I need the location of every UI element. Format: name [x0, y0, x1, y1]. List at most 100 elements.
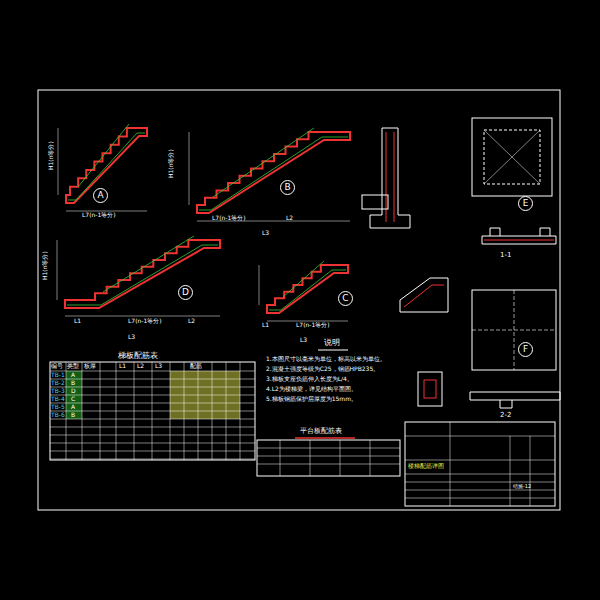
- drawing-label: 类型: [67, 363, 79, 370]
- detail-column: [418, 372, 442, 406]
- table-line: [184, 362, 185, 460]
- callout-circle: A: [93, 188, 108, 203]
- drawing-label: L3: [155, 363, 162, 370]
- table-line: [50, 459, 255, 460]
- title-block-grid: [405, 422, 555, 506]
- drawing-label: A: [71, 372, 75, 379]
- beam-detail: [370, 128, 410, 228]
- rebar: [424, 380, 436, 398]
- callout-letter: B: [284, 183, 290, 192]
- table-line: [50, 387, 255, 388]
- drawing-label: 3.梯板支座负筋伸入长度为L/4。: [266, 376, 353, 383]
- stair-section: [58, 124, 147, 211]
- rebar-line: [103, 236, 194, 292]
- callout-letter: A: [97, 191, 103, 200]
- table-line: [198, 362, 199, 460]
- drawing-label: H1(n等分): [48, 141, 55, 170]
- drawing-label: L2: [137, 363, 144, 370]
- dimension-line: [57, 240, 58, 300]
- table-line: [50, 403, 255, 404]
- drawing-label: C: [71, 396, 75, 403]
- table-line: [82, 362, 83, 460]
- table-line: [50, 371, 255, 372]
- drawing-label: B: [71, 412, 75, 419]
- table-line: [134, 362, 135, 460]
- drawing-label: 4.L2为楼梯梁，详见结构平面图。: [266, 386, 357, 393]
- stair-section: [57, 236, 220, 316]
- drawing-label: D: [71, 388, 76, 395]
- drawing-label: H1(n等分): [42, 251, 49, 280]
- drawing-label: 楼梯配筋详图: [408, 463, 444, 470]
- plan-e-inner: [484, 130, 540, 184]
- drawing-label: TB-4: [51, 396, 65, 403]
- callout-circle: C: [338, 291, 353, 306]
- table-line: [50, 419, 255, 420]
- drawing-label: L1: [262, 322, 269, 329]
- drawing-label: TB-5: [51, 404, 65, 411]
- drawing-label: L3: [300, 337, 307, 344]
- callout-circle: D: [178, 285, 193, 300]
- drawing-label: 编号: [51, 363, 63, 370]
- table-line: [170, 362, 171, 460]
- stair-section: [259, 261, 348, 321]
- callout-circle: B: [280, 180, 295, 195]
- platform-table-grid: [257, 440, 400, 476]
- drawing-label: L7(n-1等分): [82, 212, 116, 219]
- callout-letter: F: [523, 345, 528, 354]
- section-2-2: [470, 392, 560, 408]
- table-line: [50, 443, 255, 444]
- drawing-label: TB-6: [51, 412, 65, 419]
- rebar: [404, 285, 444, 307]
- sheet-frame: [38, 90, 560, 510]
- drawing-label: 配筋: [190, 363, 202, 370]
- drawing-label: A: [71, 404, 75, 411]
- drawing-label: 平台板配筋表: [300, 428, 342, 436]
- table-line: [50, 435, 255, 436]
- dimension-line: [259, 265, 260, 305]
- callout-circle: F: [518, 342, 533, 357]
- drawing-label: L1: [74, 318, 81, 325]
- rebar-line: [283, 261, 324, 297]
- drawing-label: H1(n等分): [168, 149, 175, 178]
- drawing-label: L7(n-1等分): [296, 322, 330, 329]
- dimension-line: [189, 132, 190, 205]
- callout-circle: E: [518, 196, 533, 211]
- title-underline: [318, 350, 348, 351]
- callout-letter: C: [342, 294, 348, 303]
- drawing-label: TB-1: [51, 372, 65, 379]
- rebar-line: [213, 128, 314, 197]
- drawing-label: 说明: [324, 339, 340, 348]
- table-line: [66, 362, 67, 460]
- drawing-label: 板厚: [84, 363, 96, 370]
- table-line: [100, 362, 101, 460]
- callout-letter: E: [523, 199, 529, 208]
- drawing-label: L7(n-1等分): [212, 215, 246, 222]
- table-line: [50, 411, 255, 412]
- drawing-label: B: [71, 380, 75, 387]
- callout-letter: D: [182, 288, 189, 297]
- table-line: [50, 395, 255, 396]
- stair-section: [189, 128, 350, 221]
- table-line: [50, 379, 255, 380]
- rebar-table: [50, 362, 255, 460]
- drawing-label: 2-2: [500, 412, 511, 420]
- title-block: [405, 422, 555, 506]
- drawing-label: 5.梯板钢筋保护层厚度为15mm。: [266, 396, 357, 403]
- table-grid: [50, 362, 255, 460]
- dimension-line: [65, 316, 220, 317]
- rebar-line: [68, 133, 145, 200]
- table-line: [152, 362, 153, 460]
- drawing-label: L7(n-1等分): [128, 318, 162, 325]
- rebar-line: [67, 245, 218, 305]
- drawing-label: 1.本图尺寸以毫米为单位，标高以米为单位。: [266, 356, 386, 363]
- stair-outline: [65, 240, 220, 308]
- plan-f-lines: [472, 290, 556, 370]
- section-1-1: [482, 228, 556, 244]
- platform-table: [257, 440, 400, 476]
- drawing-label: L3: [262, 230, 269, 237]
- drawing-label: TB-3: [51, 388, 65, 395]
- stair-outline: [66, 128, 147, 203]
- detail: [400, 278, 448, 312]
